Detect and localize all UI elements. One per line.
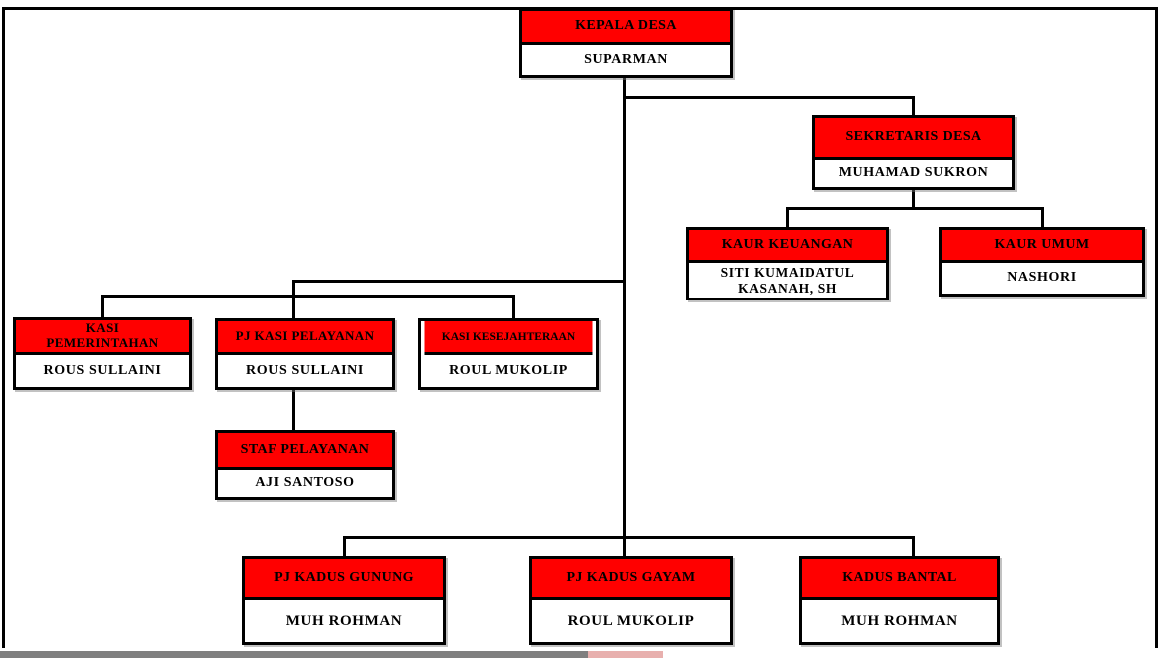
org-box-pj-kadus-gunung: PJ KADUS GUNUNG MUH ROHMAN xyxy=(242,556,446,645)
org-box-person: ROUS SULLAINI xyxy=(16,355,189,387)
org-box-title: PJ KADUS GAYAM xyxy=(532,559,730,600)
org-box-title: KAUR KEUANGAN xyxy=(689,230,886,263)
org-box-kepala-desa: KEPALA DESA SUPARMAN xyxy=(519,8,733,78)
connector-line xyxy=(343,536,346,556)
org-box-kasi-kesejahteraan: KASI KESEJAHTERAAN ROUL MUKOLIP xyxy=(418,318,599,390)
org-box-pj-kasi-pelayanan: PJ KASI PELAYANAN ROUS SULLAINI xyxy=(215,318,395,390)
org-box-kaur-umum: KAUR UMUM NASHORI xyxy=(939,227,1145,297)
connector-line xyxy=(343,536,915,539)
org-box-person: MUH ROHMAN xyxy=(802,600,997,642)
horizontal-scrollbar-thumb[interactable] xyxy=(588,651,663,658)
org-box-person: AJI SANTOSO xyxy=(218,470,392,497)
org-box-kasi-pemerintahan: KASI PEMERINTAHAN ROUS SULLAINI xyxy=(13,317,192,390)
org-box-person: MUH ROHMAN xyxy=(245,600,443,642)
connector-line xyxy=(292,280,626,283)
org-box-staf-pelayanan: STAF PELAYANAN AJI SANTOSO xyxy=(215,430,395,500)
connector-line xyxy=(912,190,915,208)
org-box-title: PJ KADUS GUNUNG xyxy=(245,559,443,600)
org-box-sekretaris-desa: SEKRETARIS DESA MUHAMAD SUKRON xyxy=(812,115,1015,190)
org-box-title: PJ KASI PELAYANAN xyxy=(218,321,392,355)
connector-line xyxy=(101,295,515,298)
connector-trunk xyxy=(623,78,626,556)
org-box-title: KADUS BANTAL xyxy=(802,559,997,600)
org-box-kadus-bantal: KADUS BANTAL MUH ROHMAN xyxy=(799,556,1000,645)
org-box-person: MUHAMAD SUKRON xyxy=(815,160,1012,187)
org-box-title: SEKRETARIS DESA xyxy=(815,118,1012,160)
org-box-person: ROUS SULLAINI xyxy=(218,355,392,387)
org-box-title: KAUR UMUM xyxy=(942,230,1142,263)
org-box-person: ROUL MUKOLIP xyxy=(532,600,730,642)
org-box-pj-kadus-gayam: PJ KADUS GAYAM ROUL MUKOLIP xyxy=(529,556,733,645)
horizontal-scrollbar-track[interactable] xyxy=(0,651,588,658)
connector-line xyxy=(1041,207,1044,227)
org-box-title: STAF PELAYANAN xyxy=(218,433,392,470)
org-box-person: SITI KUMAIDATUL KASANAH, SH xyxy=(689,263,886,299)
org-box-kaur-keuangan: KAUR KEUANGAN SITI KUMAIDATUL KASANAH, S… xyxy=(686,227,889,300)
org-box-title: KEPALA DESA xyxy=(522,11,730,45)
org-box-title: KASI KESEJAHTERAAN xyxy=(424,321,593,355)
connector-line xyxy=(623,96,915,99)
org-box-title: KASI PEMERINTAHAN xyxy=(16,320,189,355)
connector-line xyxy=(292,390,295,430)
connector-line xyxy=(912,536,915,556)
connector-line xyxy=(786,207,1044,210)
connector-line xyxy=(101,295,104,317)
connector-line xyxy=(512,295,515,318)
connector-line xyxy=(912,96,915,115)
connector-line xyxy=(292,280,295,318)
org-box-person: SUPARMAN xyxy=(522,45,730,75)
org-box-person: NASHORI xyxy=(942,263,1142,294)
connector-line xyxy=(786,207,789,227)
org-box-person: ROUL MUKOLIP xyxy=(421,355,596,387)
